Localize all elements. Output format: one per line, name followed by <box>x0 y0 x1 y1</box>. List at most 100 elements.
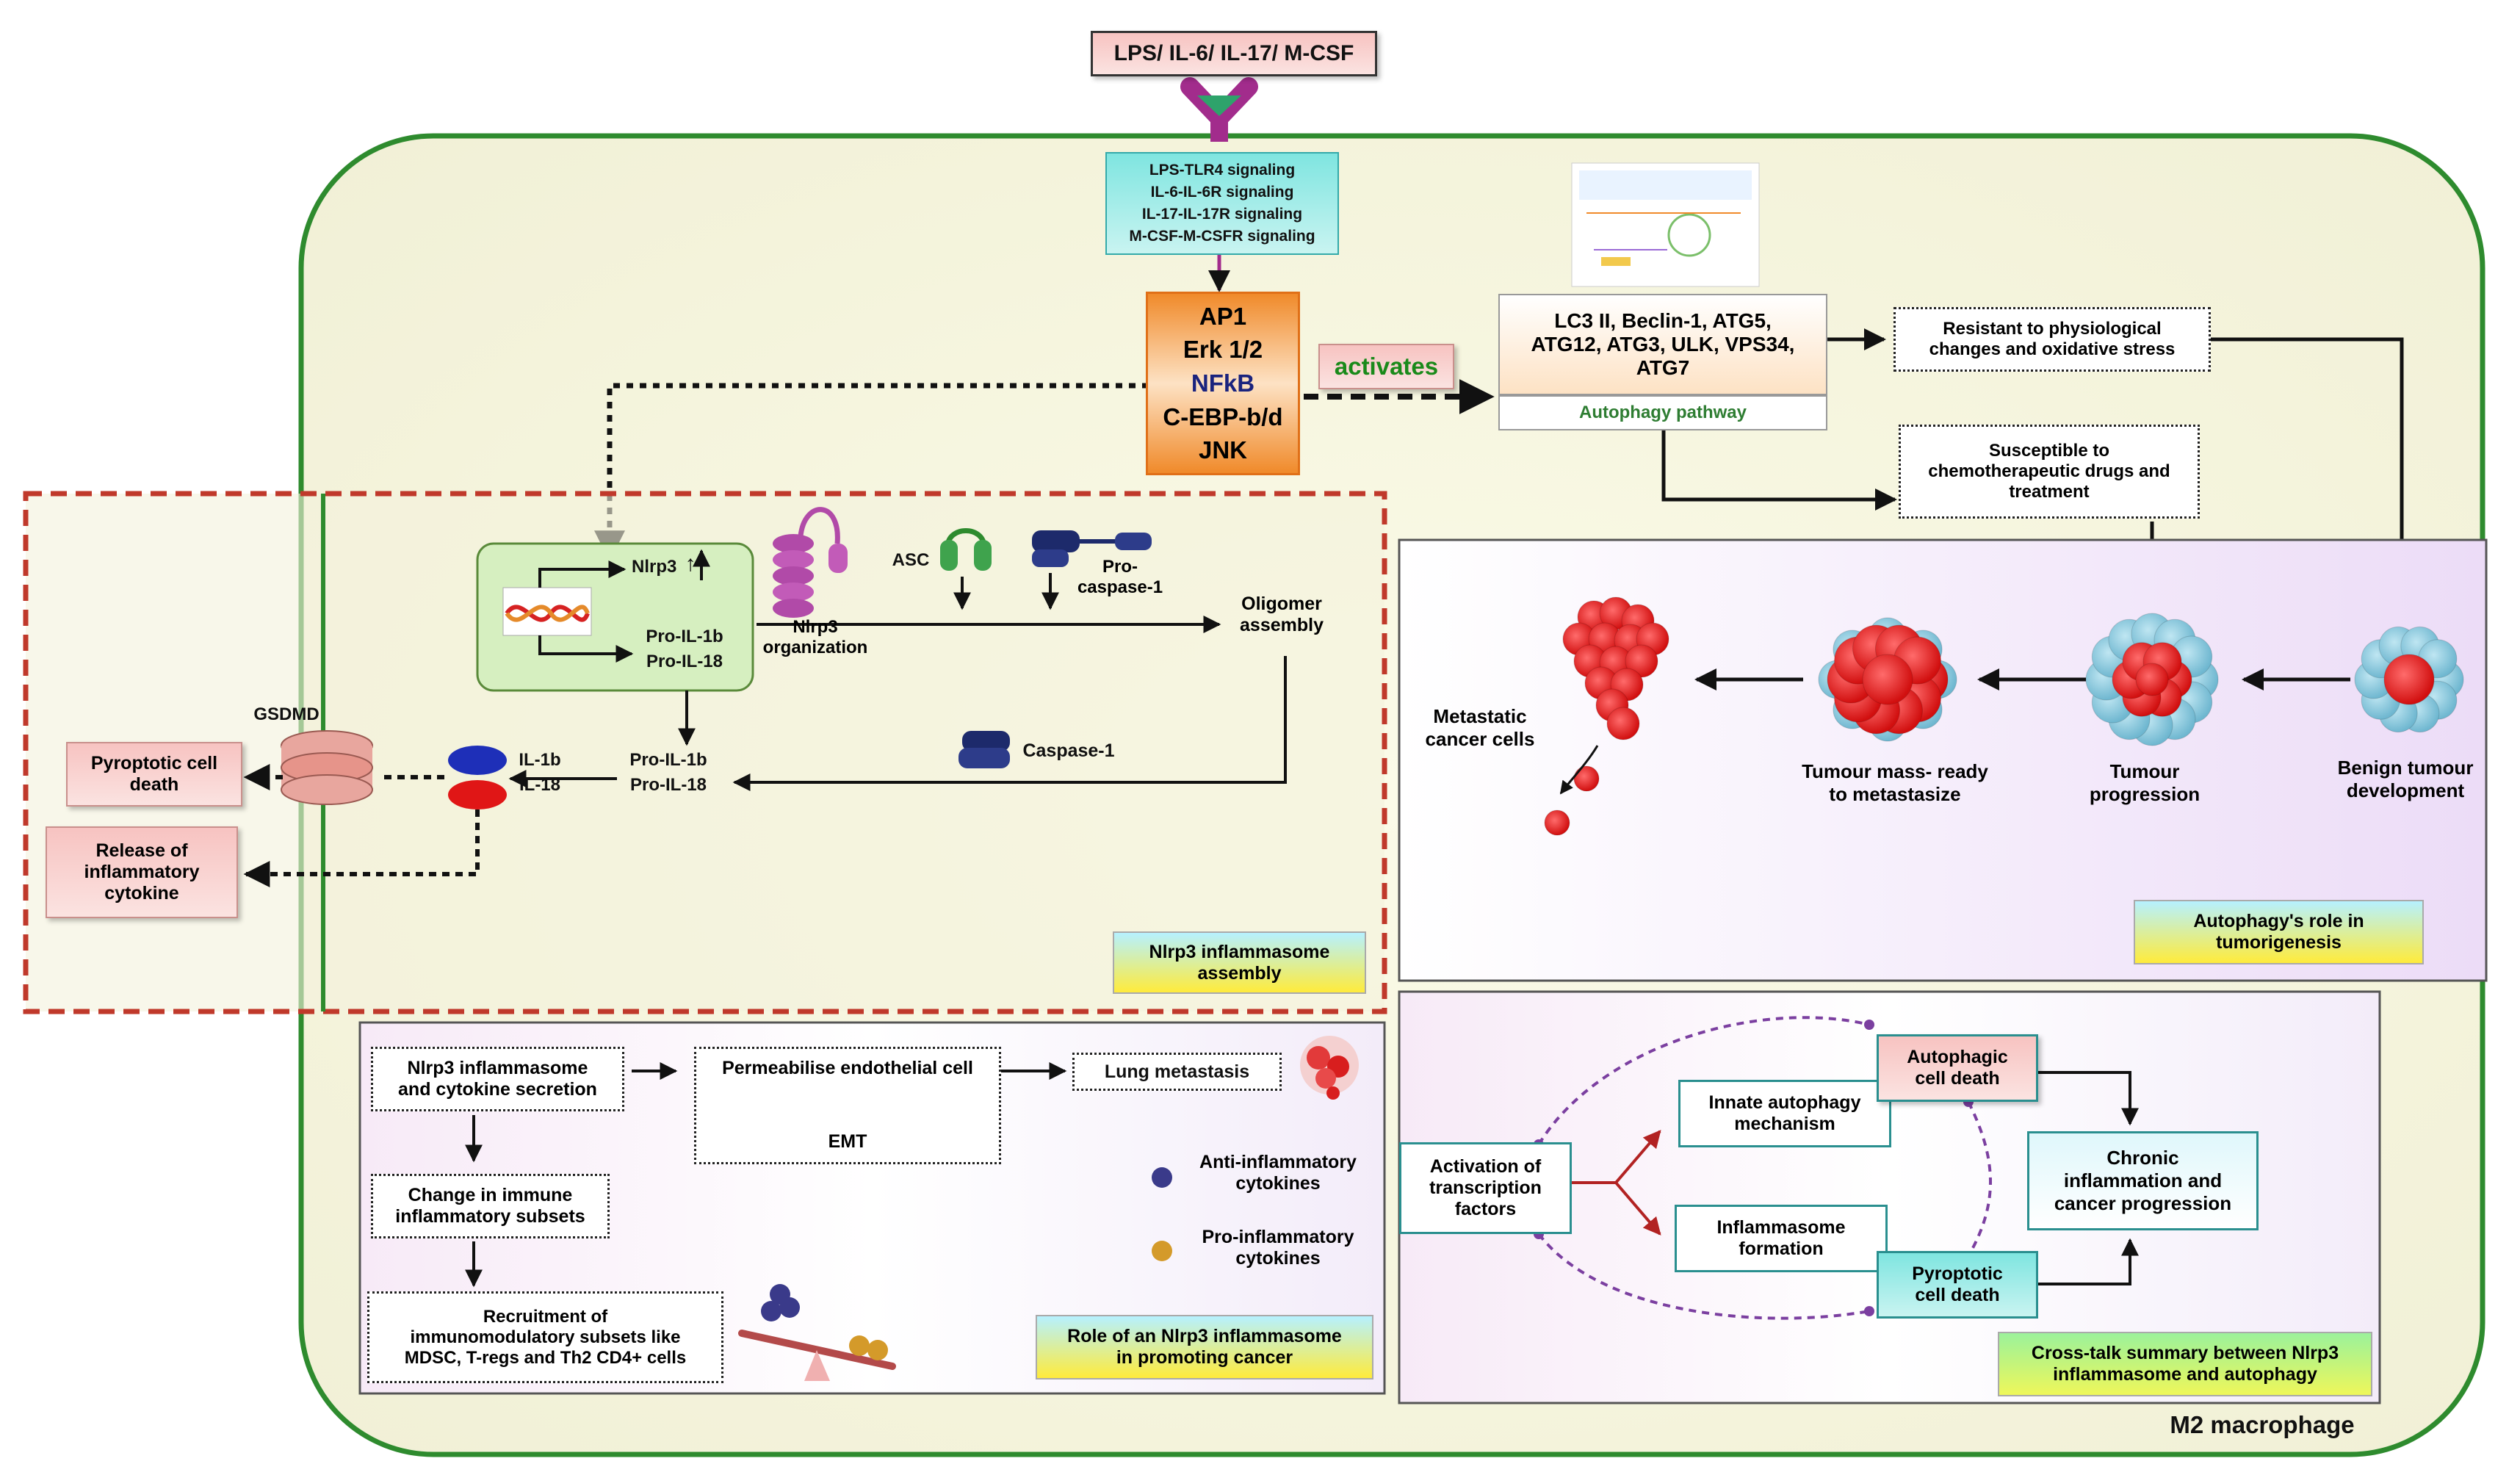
pyro-line: Pyroptotic cell <box>90 753 218 773</box>
prog-line: progression <box>2089 783 2201 805</box>
tf-erk: Erk 1/2 <box>1183 336 1263 364</box>
oligomer-line: assembly <box>1240 615 1324 635</box>
asc-label: ASC <box>892 549 930 570</box>
mass-line: to metastasize <box>1829 783 1961 805</box>
il1b-icon <box>448 746 507 775</box>
tumorigenesis-title: Autophagy's role in tumorigenesis <box>2134 900 2424 964</box>
metastatic-cell <box>1606 707 1640 740</box>
act-line: transcription <box>1429 1178 1542 1198</box>
tf-nfkb: NFkB <box>1191 369 1255 397</box>
nlrp3-organization-label: Nlrp3 organization <box>753 617 878 668</box>
recruit-line: MDSC, T-regs and Th2 CD4+ cells <box>404 1347 687 1368</box>
title-line: in promoting cancer <box>1116 1347 1293 1368</box>
title-line: Cross-talk summary between Nlrp3 <box>2031 1343 2339 1363</box>
form-line: Inflammasome <box>1716 1217 1846 1238</box>
sec-line: and cytokine secretion <box>398 1079 597 1100</box>
oligomer-label: Oligomer assembly <box>1219 594 1344 646</box>
susceptible-box: Susceptible to chemotherapeutic drugs an… <box>1899 425 2200 519</box>
pro-il18-label: Pro-IL-18 <box>646 651 723 671</box>
activates-label: activates <box>1318 344 1454 389</box>
metastatic-cell <box>1625 644 1658 678</box>
recruitment-box: Recruitment of immunomodulatory subsets … <box>367 1291 723 1383</box>
form-line: formation <box>1739 1238 1824 1259</box>
inflammasome-formation-box: Inflammasome formation <box>1675 1205 1888 1272</box>
transcription-factor-box: AP1 Erk 1/2 NFkB C-EBP-b/d JNK <box>1146 292 1300 475</box>
ad-line: Autophagic <box>1907 1047 2008 1067</box>
autophagic-death-box: Autophagic cell death <box>1877 1034 2038 1102</box>
progression-red-cell <box>2135 663 2169 696</box>
secretion-box: Nlrp3 inflammasome and cytokine secretio… <box>371 1047 624 1111</box>
anti-line: cytokines <box>1235 1173 1321 1194</box>
signaling-line: LPS-TLR4 signaling <box>1149 162 1296 179</box>
il1b-label: IL-1b <box>519 749 561 770</box>
recruit-line: immunomodulatory subsets like <box>410 1327 681 1347</box>
tumor-clusters <box>1544 596 2464 836</box>
tumour-mass-label: Tumour mass- ready to metastasize <box>1785 760 2005 815</box>
pro-il1b-label: Pro-IL-1b <box>646 626 723 646</box>
resistant-line: changes and oxidative stress <box>1929 339 2176 359</box>
org-line: Nlrp3 <box>793 617 838 637</box>
chronic-line: Chronic <box>2106 1147 2179 1169</box>
m2-macrophage-label: M2 macrophage <box>2170 1411 2355 1439</box>
emt-label: EMT <box>828 1131 867 1152</box>
act-line: Activation of <box>1429 1156 1542 1177</box>
genes-line: ATG7 <box>1636 356 1690 379</box>
inflammasome-title: Nlrp3 inflammasome assembly <box>1113 931 1366 994</box>
pro-line: cytokines <box>1235 1248 1321 1269</box>
tf-jnk: JNK <box>1198 436 1248 464</box>
metastatic-cell <box>1573 765 1600 792</box>
asc-icon <box>940 528 992 571</box>
procasp-line: caspase-1 <box>1077 577 1163 597</box>
release-line: Release of <box>95 840 188 861</box>
activation-box: Activation of transcription factors <box>1399 1142 1572 1234</box>
crosstalk-title: Cross-talk summary between Nlrp3 inflamm… <box>1998 1332 2372 1396</box>
genes-line: LC3 II, Beclin-1, ATG5, <box>1554 309 1772 332</box>
mass-red-cell <box>1862 654 1913 705</box>
pyroptotic-death-box: Pyroptotic cell death <box>1877 1251 2038 1319</box>
stimulus-box: LPS/ IL-6/ IL-17/ M-CSF <box>1091 31 1377 76</box>
chronic-box: Chronic inflammation and cancer progress… <box>2027 1131 2259 1230</box>
benign-line: development <box>2346 779 2465 801</box>
cancer-role-title: Role of an Nlrp3 inflammasome in promoti… <box>1036 1315 1373 1380</box>
benign-red-cell <box>2383 654 2435 705</box>
title-line: inflammasome and autophagy <box>2053 1364 2317 1385</box>
mass-line: Tumour mass- ready <box>1802 760 1988 782</box>
pro-inflammatory-dot <box>1152 1241 1172 1261</box>
resistant-box: Resistant to physiological changes and o… <box>1893 307 2211 372</box>
release-box: Release of inflammatory cytokine <box>46 826 238 918</box>
nlrp3-organization-icon <box>773 507 848 618</box>
pyro-line: death <box>129 774 179 795</box>
il18-icon <box>448 780 507 809</box>
anti-line: Anti-inflammatory <box>1199 1152 1357 1172</box>
met-line: cancer cells <box>1425 728 1535 750</box>
signaling-line: IL-6-IL-6R signaling <box>1150 184 1294 201</box>
signaling-box: LPS-TLR4 signaling IL-6-IL-6R signaling … <box>1105 152 1339 255</box>
susceptible-line: chemotherapeutic drugs and <box>1928 461 2170 481</box>
resistant-line: Resistant to physiological <box>1943 319 2162 339</box>
pd-line: Pyroptotic <box>1912 1263 2003 1284</box>
pyroptotic-box: Pyroptotic cell death <box>66 742 242 807</box>
pro-inflammatory-label: Pro-inflammatory cytokines <box>1175 1227 1381 1280</box>
change-line: inflammatory subsets <box>395 1206 585 1227</box>
pd-line: cell death <box>1915 1285 2000 1305</box>
susceptible-line: treatment <box>2009 482 2090 502</box>
pro-line: Pro-inflammatory <box>1202 1227 1354 1247</box>
org-line: organization <box>762 638 868 657</box>
title-line: Autophagy's role in <box>2193 911 2364 931</box>
upregulation-arrow-icon: ↑ <box>685 552 696 576</box>
prog-line: Tumour <box>2109 760 2180 782</box>
innate-line: mechanism <box>1734 1114 1835 1134</box>
autophagy-pathway-label: Autophagy pathway <box>1498 395 1827 430</box>
caspase1-label: Caspase-1 <box>1022 740 1115 761</box>
oligomer-line: Oligomer <box>1241 594 1322 614</box>
innate-autophagy-box: Innate autophagy mechanism <box>1678 1080 1891 1147</box>
chronic-line: inflammation and <box>2063 1169 2223 1191</box>
tf-cebp: C-EBP-b/d <box>1163 403 1283 430</box>
title-line: Role of an Nlrp3 inflammasome <box>1067 1326 1342 1346</box>
permeabilise-label: Permeabilise endothelial cell <box>722 1058 973 1078</box>
innate-line: Innate autophagy <box>1708 1092 1861 1113</box>
chronic-line: cancer progression <box>2054 1192 2232 1214</box>
release-line: inflammatory <box>84 862 200 882</box>
procasp-line: Pro- <box>1102 557 1138 577</box>
